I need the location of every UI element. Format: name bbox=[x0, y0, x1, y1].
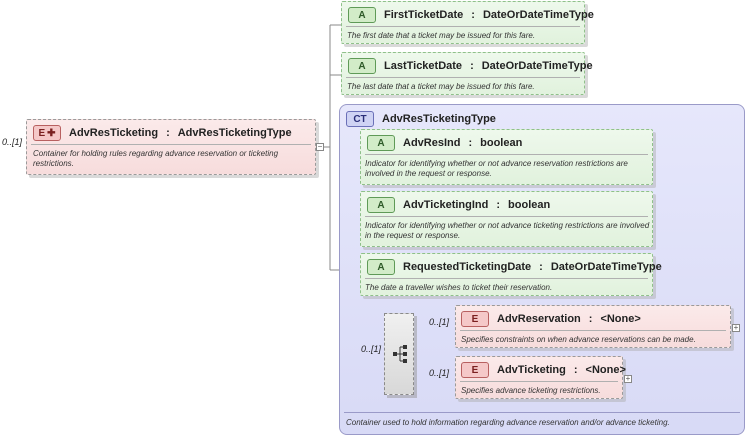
element-badge: E bbox=[461, 311, 489, 327]
element-badge: E bbox=[461, 362, 489, 378]
type-separator: : bbox=[539, 261, 543, 273]
attribute-badge: A bbox=[367, 135, 395, 151]
element-name: AdvReservation bbox=[497, 313, 581, 325]
type-separator: : bbox=[468, 137, 473, 149]
element-description: Specifies advance ticketing restrictions… bbox=[461, 386, 601, 395]
expand-plus-icon[interactable]: + bbox=[624, 374, 632, 383]
attribute-badge: A bbox=[348, 58, 376, 74]
attribute-name: RequestedTicketingDate bbox=[403, 261, 532, 273]
attribute-first-ticket-date[interactable]: A FirstTicketDate : DateOrDateTimeType T… bbox=[341, 1, 594, 44]
attribute-adv-ticketing-ind[interactable]: A AdvTicketingInd : boolean Indicator fo… bbox=[360, 191, 653, 247]
complex-type-name: AdvResTicketingType bbox=[382, 113, 496, 125]
type-separator: : bbox=[496, 199, 501, 211]
root-element-type: AdvResTicketingType bbox=[177, 127, 292, 139]
attribute-name: AdvTicketingInd bbox=[403, 199, 489, 211]
attribute-type: boolean bbox=[508, 199, 551, 211]
element-name: AdvTicketing bbox=[497, 364, 566, 376]
type-separator: : bbox=[166, 127, 170, 139]
type-separator: : bbox=[588, 313, 593, 325]
attribute-description: Indicator for identifying whether or not… bbox=[365, 159, 628, 178]
type-separator: : bbox=[470, 60, 474, 72]
type-separator: : bbox=[573, 364, 578, 376]
type-separator: : bbox=[471, 9, 475, 21]
element-badge: E✚ bbox=[33, 125, 61, 141]
root-element-name: AdvResTicketing bbox=[69, 127, 159, 139]
attribute-requested-ticketing-date[interactable]: A RequestedTicketingDate : DateOrDateTim… bbox=[360, 253, 662, 296]
complex-type-badge: CT bbox=[346, 111, 374, 127]
collapse-toggle-icon[interactable]: − bbox=[316, 142, 324, 151]
attribute-type: DateOrDateTimeType bbox=[481, 60, 593, 72]
attribute-name: LastTicketDate bbox=[384, 60, 463, 72]
attribute-description: Indicator for identifying whether or not… bbox=[365, 221, 650, 240]
element-type: <None> bbox=[585, 364, 626, 376]
element-type: <None> bbox=[600, 313, 641, 325]
element-description: Specifies constraints on when advance re… bbox=[461, 335, 696, 344]
expand-plus-icon: ✚ bbox=[47, 127, 56, 139]
attribute-badge: A bbox=[348, 7, 376, 23]
attribute-badge: A bbox=[367, 259, 395, 275]
attribute-description: The date a traveller wishes to ticket th… bbox=[365, 283, 553, 292]
attribute-last-ticket-date[interactable]: A LastTicketDate : DateOrDateTimeType Th… bbox=[341, 52, 593, 95]
attribute-adv-res-ind[interactable]: A AdvResInd : boolean Indicator for iden… bbox=[360, 129, 653, 185]
sequence-occurrence: 0..[1] bbox=[361, 344, 382, 354]
attribute-name: AdvResInd bbox=[403, 137, 461, 149]
attribute-badge: A bbox=[367, 197, 395, 213]
expand-plus-icon[interactable]: + bbox=[732, 323, 740, 332]
sequence-icon bbox=[393, 345, 407, 363]
attribute-description: The first date that a ticket may be issu… bbox=[347, 31, 536, 40]
root-description: Container for holding rules regarding ad… bbox=[33, 149, 279, 168]
element-occurrence: 0..[1] bbox=[429, 317, 450, 327]
root-element-node[interactable]: E✚ AdvResTicketing : AdvResTicketingType… bbox=[26, 119, 316, 175]
element-adv-ticketing[interactable]: E AdvTicketing : <None> Specifies advanc… bbox=[455, 356, 626, 399]
attribute-name: FirstTicketDate bbox=[384, 9, 464, 21]
sequence-compositor[interactable] bbox=[384, 313, 414, 395]
attribute-description: The last date that a ticket may be issue… bbox=[347, 82, 535, 91]
root-occurrence: 0..[1] bbox=[2, 137, 23, 147]
attribute-type: boolean bbox=[480, 137, 523, 149]
element-occurrence: 0..[1] bbox=[429, 368, 450, 378]
attribute-type: DateOrDateTimeType bbox=[550, 261, 662, 273]
complex-type-description: Container used to hold information regar… bbox=[346, 418, 670, 427]
element-adv-reservation[interactable]: E AdvReservation : <None> Specifies cons… bbox=[455, 305, 731, 348]
attribute-type: DateOrDateTimeType bbox=[482, 9, 594, 21]
